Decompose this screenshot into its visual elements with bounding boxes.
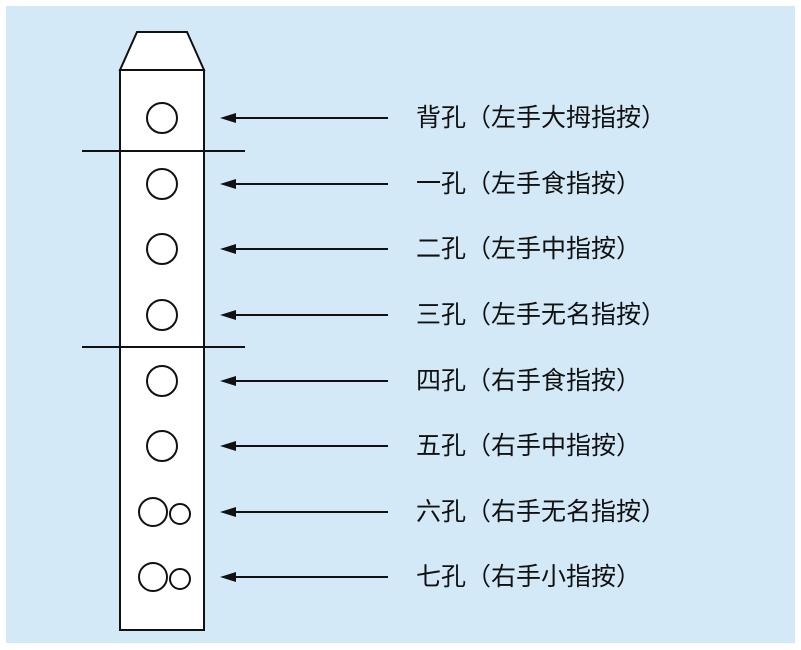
arrow-head <box>220 310 236 320</box>
hole-label-6: 六孔（右手无名指按） <box>416 497 667 526</box>
arrow-head <box>220 244 236 254</box>
finger-hole-small <box>169 568 191 590</box>
arrow-head <box>220 572 236 582</box>
finger-hole <box>146 365 178 397</box>
finger-hole <box>146 299 178 331</box>
finger-holes <box>138 102 191 592</box>
hole-label-1: 一孔（左手食指按） <box>416 169 642 198</box>
instrument-body <box>119 69 205 631</box>
finger-hole-large <box>138 562 168 592</box>
finger-hole <box>146 233 178 265</box>
arrow-head <box>220 179 236 189</box>
finger-hole <box>146 102 178 134</box>
arrow-head <box>220 376 236 386</box>
instrument-mouthpiece <box>118 31 206 71</box>
hole-label-4: 四孔（右手食指按） <box>416 366 642 395</box>
arrow-head <box>220 507 236 517</box>
finger-hole <box>146 168 178 200</box>
arrow-head <box>220 113 236 123</box>
finger-hole-large <box>138 497 168 527</box>
finger-hole-small <box>169 503 191 525</box>
pointer-arrows <box>220 113 388 582</box>
finger-hole <box>146 430 178 462</box>
hole-label-3: 三孔（左手无名指按） <box>416 300 667 329</box>
arrow-head <box>220 441 236 451</box>
hole-label-2: 二孔（左手中指按） <box>416 234 642 263</box>
hole-label-7: 七孔（右手小指按） <box>416 562 642 591</box>
hole-label-5: 五孔（右手中指按） <box>416 431 642 460</box>
hole-label-back: 背孔（左手大拇指按） <box>416 103 667 132</box>
